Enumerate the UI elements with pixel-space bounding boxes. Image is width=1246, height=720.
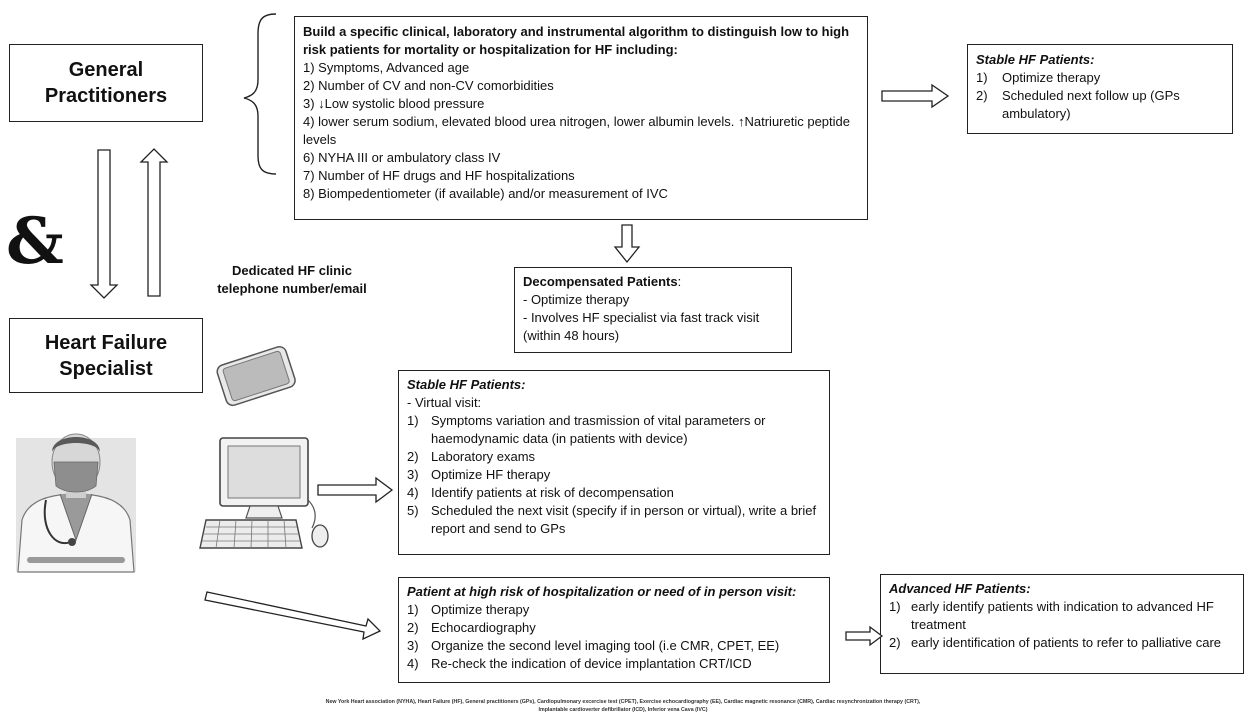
- algorithm-list: 1) Symptoms, Advanced age 2) Number of C…: [303, 59, 859, 203]
- high-risk-heading: Patient at high risk of hospitalization …: [407, 584, 797, 599]
- list-item: 3) ↓Low systolic blood pressure: [303, 96, 485, 111]
- stable-gp-patients-box: Stable HF Patients: 1) Optimize therapy …: [967, 44, 1233, 134]
- diagonal-arrow-to-high-risk: [204, 591, 382, 641]
- decompensated-patients-box: Decompensated Patients: - Optimize thera…: [514, 267, 792, 353]
- stable-hf-virtual-box: Stable HF Patients: - Virtual visit: 1)S…: [398, 370, 830, 555]
- advanced-heading: Advanced HF Patients:: [889, 581, 1031, 596]
- right-arrow-to-stable-gp: [881, 83, 950, 109]
- up-arrow: [139, 148, 169, 297]
- stable-gp-heading: Stable HF Patients:: [976, 52, 1095, 67]
- list-item: - Optimize therapy: [523, 292, 630, 307]
- list-item: 1) Symptoms, Advanced age: [303, 60, 470, 75]
- high-risk-list: 1)Optimize therapy 2)Echocardiography 3)…: [407, 601, 821, 673]
- list-item: 2)Echocardiography: [407, 620, 536, 635]
- list-item: 2) Number of CV and non-CV comorbidities: [303, 78, 554, 93]
- list-item: 7) Number of HF drugs and HF hospitaliza…: [303, 168, 575, 183]
- ampersand-symbol: &: [6, 204, 64, 279]
- right-arrow-to-advanced: [845, 625, 884, 647]
- down-arrow-to-decompensated: [613, 224, 641, 264]
- contact-label: Dedicated HF clinic telephone number/ema…: [217, 263, 367, 296]
- footnote-line-2: Implantable cardioverter defibrillator (…: [538, 707, 708, 713]
- abbreviations-footnote: New York Heart association (NYHA), Heart…: [0, 698, 1246, 714]
- list-item: 2)early identification of patients to re…: [889, 635, 1222, 650]
- advanced-list: 1)early identify patients with indicatio…: [889, 598, 1235, 652]
- right-arrow-to-stable-hf: [317, 476, 394, 504]
- general-practitioners-box: General Practitioners: [9, 44, 203, 122]
- list-item: 5)Scheduled the next visit (specify if i…: [407, 503, 817, 536]
- decompensated-heading: Decompensated Patients: [523, 274, 678, 289]
- stable-hf-heading: Stable HF Patients:: [407, 377, 526, 392]
- general-practitioners-label: General Practitioners: [44, 59, 168, 107]
- list-item: 1)early identify patients with indicatio…: [889, 599, 1214, 632]
- list-item: 4)Re-check the indication of device impl…: [407, 656, 752, 671]
- list-item: 1)Optimize therapy: [407, 602, 530, 617]
- virtual-visit-label: - Virtual visit:: [407, 395, 482, 410]
- doctor-icon: [16, 433, 136, 573]
- algorithm-box: Build a specific clinical, laboratory an…: [294, 16, 868, 220]
- algorithm-heading: Build a specific clinical, laboratory an…: [303, 24, 850, 57]
- stable-gp-list: 1) Optimize therapy 2) Scheduled next fo…: [976, 69, 1224, 123]
- list-item: 4)Identify patients at risk of decompens…: [407, 485, 674, 500]
- down-arrow: [89, 149, 119, 299]
- advanced-hf-patients-box: Advanced HF Patients: 1)early identify p…: [880, 574, 1244, 674]
- list-item: 3)Optimize HF therapy: [407, 467, 551, 482]
- list-item: 4) lower serum sodium, elevated blood ur…: [303, 114, 850, 147]
- heart-failure-specialist-box: Heart Failure Specialist: [9, 318, 203, 393]
- curly-brace: [243, 13, 277, 175]
- list-item: 8) Biompedentiometer (if available) and/…: [303, 186, 668, 201]
- footnote-line-1: New York Heart association (NYHA), Heart…: [325, 699, 921, 705]
- high-risk-patients-box: Patient at high risk of hospitalization …: [398, 577, 830, 683]
- list-item: - Involves HF specialist via fast track …: [523, 310, 760, 343]
- list-item: 2)Laboratory exams: [407, 449, 536, 464]
- list-item: 6) NYHA III or ambulatory class IV: [303, 150, 501, 165]
- heart-failure-specialist-label: Heart Failure Specialist: [44, 331, 168, 380]
- list-item: 1)Symptoms variation and trasmission of …: [407, 413, 766, 446]
- list-item: 2) Scheduled next follow up (GPs ambulat…: [976, 88, 1180, 121]
- desktop-computer-icon: [199, 437, 329, 549]
- list-item: 3)Organize the second level imaging tool…: [407, 638, 780, 653]
- list-item: 1) Optimize therapy: [976, 70, 1101, 85]
- smartphone-icon: [216, 345, 296, 407]
- stable-hf-list: 1)Symptoms variation and trasmission of …: [407, 412, 821, 538]
